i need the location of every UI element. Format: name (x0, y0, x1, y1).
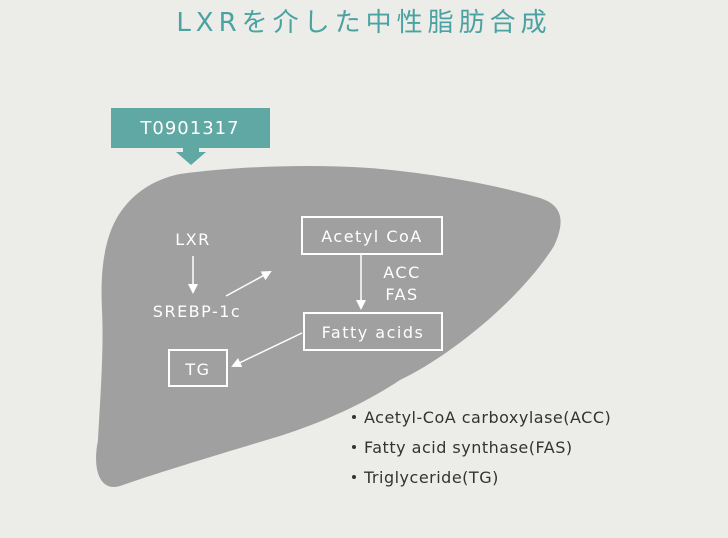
node-srebp: SREBP-1c (153, 302, 241, 321)
legend-bullet (352, 415, 356, 419)
legend-bullet (352, 475, 356, 479)
drug-box-bg (111, 108, 270, 148)
legend-bullet (352, 445, 356, 449)
drug-box: T0901317 (111, 108, 270, 165)
arrow-srebp-acetyl (225, 271, 272, 297)
liver-shape (96, 166, 561, 487)
drug-label: T0901317 (139, 118, 239, 139)
node-tg: TG (184, 360, 210, 379)
drug-arrow (176, 148, 206, 165)
node-tg-box (168, 349, 228, 387)
legend: Acetyl-CoA carboxylase(ACC) Fatty acid s… (352, 408, 611, 487)
node-lxr: LXR (175, 230, 211, 249)
enzyme-acc: ACC (383, 263, 421, 282)
arrow-fatty-tg (231, 332, 303, 368)
legend-item-fas: Fatty acid synthase(FAS) (364, 438, 573, 457)
legend-item-tg: Triglyceride(TG) (363, 468, 499, 487)
diagram-title: LXRを介した中性脂肪合成 (176, 8, 552, 38)
node-acetyl-coa-box (301, 216, 443, 255)
legend-item-acc: Acetyl-CoA carboxylase(ACC) (364, 408, 611, 427)
node-acetyl-coa: Acetyl CoA (321, 227, 422, 246)
node-fatty-acids: Fatty acids (322, 323, 425, 342)
node-fatty-acids-box (303, 312, 443, 351)
enzyme-fas: FAS (385, 285, 418, 304)
